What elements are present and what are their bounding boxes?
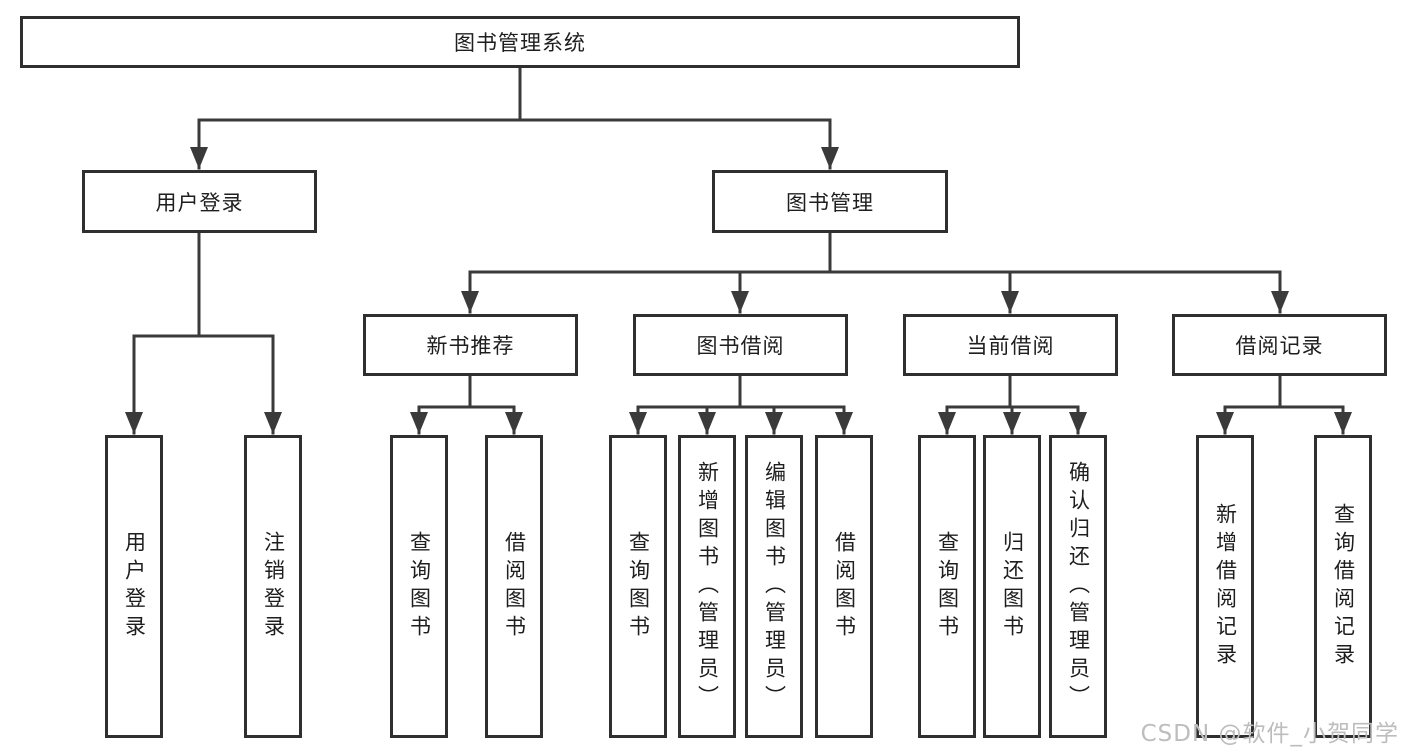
tree-edges	[132, 66, 1345, 435]
node-book-borrowing: 图书借阅	[633, 314, 848, 376]
leaf-add-books-admin: 新增图书（管理员）	[678, 435, 736, 738]
leaf-confirm-return-admin: 确认归还（管理员）	[1049, 435, 1107, 738]
node-book-management: 图书管理	[712, 170, 948, 233]
leaf-query-borrow-record: 查询借阅记录	[1314, 435, 1372, 738]
leaf-query-books-borrowing: 查询图书	[609, 435, 667, 738]
node-label: 新增图书（管理员）	[695, 460, 720, 713]
node-borrowing-records: 借阅记录	[1172, 314, 1387, 376]
node-label: 当前借阅	[966, 334, 1055, 358]
node-library-management-system: 图书管理系统	[20, 16, 1020, 68]
node-new-book-recommendation: 新书推荐	[363, 314, 578, 376]
node-label: 借阅记录	[1235, 334, 1324, 358]
node-label: 图书管理系统	[454, 31, 586, 55]
node-label: 图书管理	[786, 190, 874, 215]
leaf-edit-books-admin: 编辑图书（管理员）	[745, 435, 803, 738]
node-label: 归还图书	[1000, 530, 1025, 643]
node-label: 用户登录	[155, 190, 244, 215]
node-label: 查询图书	[407, 530, 432, 643]
node-current-borrowing: 当前借阅	[903, 314, 1118, 376]
node-label: 查询图书	[626, 530, 651, 643]
node-label: 查询图书	[935, 530, 960, 643]
leaf-add-borrow-record: 新增借阅记录	[1196, 435, 1254, 738]
node-label: 图书借阅	[696, 334, 785, 358]
leaf-query-books-current: 查询图书	[918, 435, 976, 738]
node-label: 借阅图书	[832, 530, 857, 643]
leaf-user-login: 用户登录	[105, 435, 163, 738]
node-label: 新书推荐	[426, 334, 515, 358]
node-label: 注销登录	[261, 530, 286, 643]
node-label: 查询借阅记录	[1331, 502, 1356, 671]
leaf-query-books-recommend: 查询图书	[390, 435, 448, 738]
node-label: 确认归还（管理员）	[1066, 460, 1091, 713]
node-label: 编辑图书（管理员）	[762, 460, 787, 713]
leaf-borrow-books-borrowing: 借阅图书	[815, 435, 873, 738]
node-label: 借阅图书	[502, 530, 527, 643]
leaf-borrow-books-recommend: 借阅图书	[485, 435, 543, 738]
arrow-down-icons	[125, 147, 1352, 434]
leaf-return-books: 归还图书	[983, 435, 1041, 738]
node-label: 用户登录	[122, 530, 147, 643]
leaf-logout: 注销登录	[244, 435, 302, 738]
node-label: 新增借阅记录	[1213, 502, 1238, 671]
node-user-login-group: 用户登录	[82, 170, 317, 233]
